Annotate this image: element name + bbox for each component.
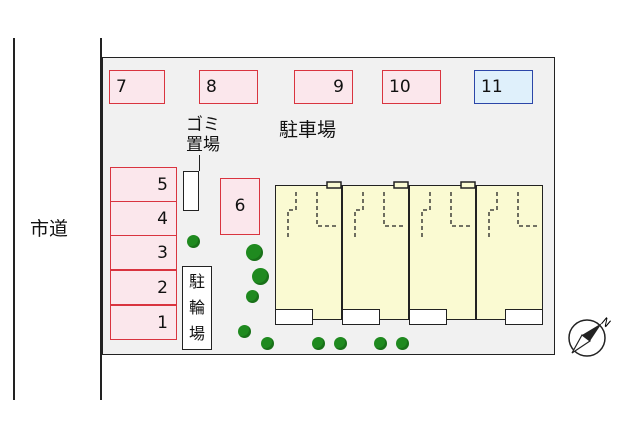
parking-space-9: 9: [294, 70, 353, 104]
tree-icon: [238, 325, 251, 338]
building-unit: [275, 185, 342, 320]
road-label: 市道: [30, 218, 69, 240]
parking-space-8: 8: [199, 70, 258, 104]
parking-space-5: 5: [110, 167, 177, 202]
garbage-station: [183, 171, 199, 211]
building-unit: [476, 185, 543, 320]
tree-icon: [252, 268, 269, 285]
parking-space-1: 1: [110, 305, 177, 340]
tree-icon: [374, 337, 387, 350]
building-plan-details: [287, 181, 537, 238]
tree-icon: [312, 337, 325, 350]
entrance-porch: [505, 309, 543, 325]
tree-icon: [396, 337, 409, 350]
tree-icon: [187, 235, 200, 248]
garbage-leader-line: [199, 155, 200, 171]
parking-space-2: 2: [110, 270, 177, 305]
bicycle-label-char-3: 場: [188, 324, 205, 343]
tree-icon: [246, 244, 263, 261]
building-unit: [409, 185, 476, 320]
entrance-porch: [342, 309, 380, 325]
parking-label: 駐車場: [279, 119, 337, 141]
garbage-label-line2: 置場: [186, 135, 220, 155]
parking-space-3: 3: [110, 235, 177, 270]
tree-icon: [334, 337, 347, 350]
parking-space-11: 11: [474, 70, 533, 104]
entrance-porch: [275, 309, 313, 325]
bicycle-parking: 駐 輪 場: [182, 266, 212, 350]
garbage-label-line1: ゴミ: [186, 115, 220, 135]
road-edge-left: [13, 38, 15, 400]
tree-icon: [246, 290, 259, 303]
bicycle-label-char-2: 輪: [188, 298, 205, 317]
compass-icon: N: [568, 315, 612, 357]
parking-space-4: 4: [110, 201, 177, 236]
parking-space-10: 10: [382, 70, 441, 104]
entrance-porch: [409, 309, 447, 325]
tree-icon: [261, 337, 274, 350]
building-unit: [342, 185, 409, 320]
bicycle-label-char-1: 駐: [188, 272, 205, 291]
parking-space-6: 6: [220, 178, 260, 235]
parking-space-7: 7: [109, 70, 165, 104]
